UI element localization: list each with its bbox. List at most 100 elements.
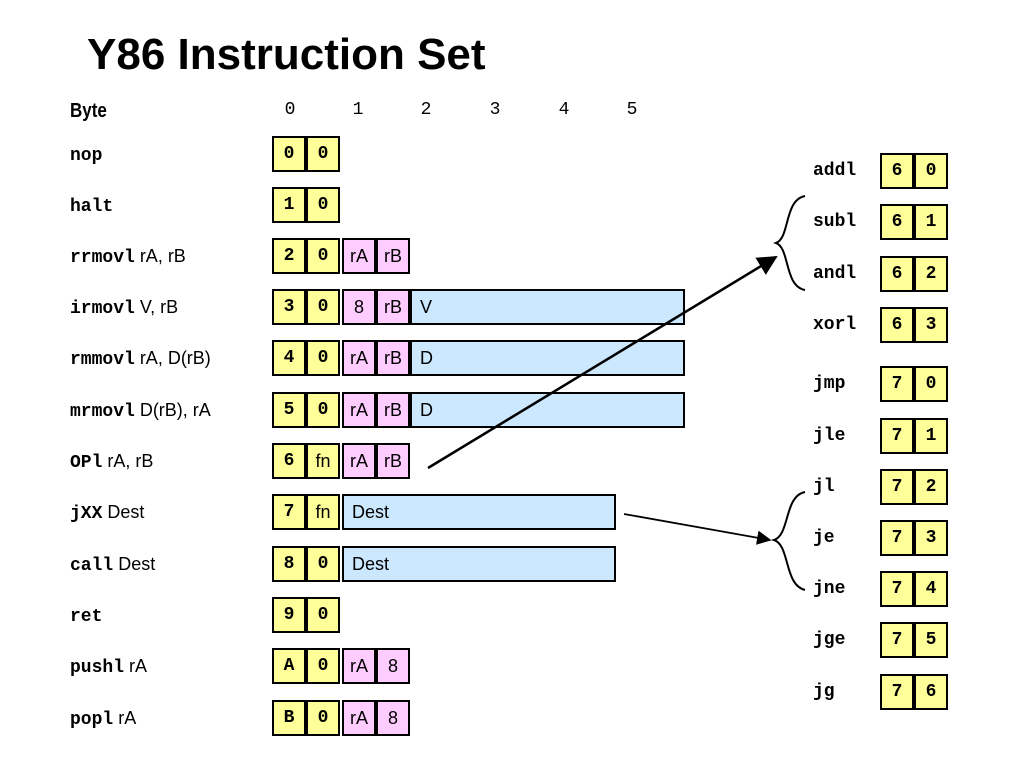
register-b-field: rB	[376, 340, 410, 376]
byte-index-5: 5	[626, 100, 638, 120]
instruction-label-rrmovl: rrmovl rA, rB	[70, 238, 186, 274]
jump-function-code-lo: 3	[914, 520, 948, 556]
op-function-code-lo: 3	[914, 307, 948, 343]
function-byte: 0	[306, 546, 340, 582]
jump-function-name: jg	[813, 682, 835, 702]
opcode-byte: 4	[272, 340, 306, 376]
instruction-label-pushl: pushl rA	[70, 648, 147, 684]
instruction-mnemonic: irmovl	[70, 299, 135, 319]
jxx-to-jump-functions-arrow	[623, 513, 772, 545]
op-function-code-hi: 6	[880, 307, 914, 343]
register-b-field: rB	[376, 392, 410, 428]
jump-function-name: jne	[813, 579, 846, 599]
function-byte: fn	[306, 443, 340, 479]
instruction-operands: rA	[113, 708, 137, 728]
destination-field: Dest	[342, 494, 616, 530]
op-function-name: subl	[813, 212, 857, 232]
opcode-byte: A	[272, 648, 306, 684]
instruction-mnemonic: popl	[70, 710, 114, 730]
opcode-byte: 7	[272, 494, 306, 530]
instruction-operands: rA, rB	[134, 246, 186, 266]
jump-functions-brace	[770, 491, 806, 591]
displacement-field: D	[410, 392, 685, 428]
jump-function-code-lo: 5	[914, 622, 948, 658]
opcode-byte: 1	[272, 187, 306, 223]
opcode-byte: B	[272, 700, 306, 736]
instruction-mnemonic: jXX	[70, 504, 103, 524]
instruction-operands: rA	[124, 656, 148, 676]
function-byte: 0	[306, 238, 340, 274]
instruction-mnemonic: rmmovl	[70, 350, 135, 370]
opcode-byte: 9	[272, 597, 306, 633]
jump-function-code-lo: 1	[914, 418, 948, 454]
instruction-label-mrmovl: mrmovl D(rB), rA	[70, 392, 211, 428]
register-a-field: rA	[342, 443, 376, 479]
jump-function-name: je	[813, 528, 835, 548]
jump-function-code-lo: 0	[914, 366, 948, 402]
page-title: Y86 Instruction Set	[87, 30, 486, 79]
function-byte: 0	[306, 340, 340, 376]
function-byte: 0	[306, 597, 340, 633]
instruction-label-irmovl: irmovl V, rB	[70, 289, 178, 325]
instruction-mnemonic: call	[70, 556, 114, 576]
byte-index-0: 0	[284, 100, 296, 120]
op-function-name: xorl	[813, 315, 857, 335]
jump-function-code-hi: 7	[880, 571, 914, 607]
opcode-byte: 8	[272, 546, 306, 582]
instruction-label-rmmovl: rmmovl rA, D(rB)	[70, 340, 211, 376]
register-a-field: rA	[342, 238, 376, 274]
register-b-field: rB	[376, 289, 410, 325]
opcode-byte: 0	[272, 136, 306, 172]
jump-function-name: jl	[813, 477, 835, 497]
jump-function-code-hi: 7	[880, 469, 914, 505]
jump-function-code-lo: 2	[914, 469, 948, 505]
instruction-label-jxx: jXX Dest	[70, 494, 144, 530]
op-functions-brace	[773, 195, 806, 291]
instruction-mnemonic: nop	[70, 146, 103, 166]
jump-function-code-hi: 7	[880, 674, 914, 710]
register-b-field: 8	[376, 648, 410, 684]
instruction-label-opl: OPl rA, rB	[70, 443, 153, 479]
op-function-code-hi: 6	[880, 153, 914, 189]
instruction-label-popl: popl rA	[70, 700, 136, 736]
byte-index-1: 1	[352, 100, 364, 120]
instruction-mnemonic: pushl	[70, 658, 125, 678]
jump-function-code-lo: 6	[914, 674, 948, 710]
instruction-operands: Dest	[113, 554, 156, 574]
instruction-operands: D(rB), rA	[134, 400, 211, 420]
byte-header-label: Byte	[70, 100, 107, 122]
instruction-label-call: call Dest	[70, 546, 155, 582]
opcode-byte: 6	[272, 443, 306, 479]
jump-function-code-hi: 7	[880, 366, 914, 402]
jump-function-code-hi: 7	[880, 622, 914, 658]
byte-index-3: 3	[489, 100, 501, 120]
instruction-mnemonic: ret	[70, 607, 103, 627]
op-function-name: andl	[813, 264, 857, 284]
op-function-code-hi: 6	[880, 204, 914, 240]
op-function-code-lo: 0	[914, 153, 948, 189]
jump-function-code-hi: 7	[880, 520, 914, 556]
register-b-field: rB	[376, 443, 410, 479]
jump-function-name: jge	[813, 630, 846, 650]
op-function-code-lo: 1	[914, 204, 948, 240]
function-byte: 0	[306, 700, 340, 736]
instruction-mnemonic: rrmovl	[70, 248, 135, 268]
jump-function-name: jle	[813, 426, 846, 446]
jump-function-code-lo: 4	[914, 571, 948, 607]
instruction-operands: rA, D(rB)	[134, 348, 211, 368]
instruction-label-nop: nop	[70, 136, 102, 172]
op-function-code-lo: 2	[914, 256, 948, 292]
function-byte: 0	[306, 392, 340, 428]
instruction-mnemonic: halt	[70, 197, 114, 217]
opcode-byte: 2	[272, 238, 306, 274]
jump-function-code-hi: 7	[880, 418, 914, 454]
instruction-mnemonic: OPl	[70, 453, 103, 473]
register-b-field: rB	[376, 238, 410, 274]
opcode-byte: 3	[272, 289, 306, 325]
destination-field: Dest	[342, 546, 616, 582]
register-b-field: 8	[376, 700, 410, 736]
instruction-operands: V, rB	[134, 297, 179, 317]
function-byte: 0	[306, 136, 340, 172]
byte-index-4: 4	[558, 100, 570, 120]
